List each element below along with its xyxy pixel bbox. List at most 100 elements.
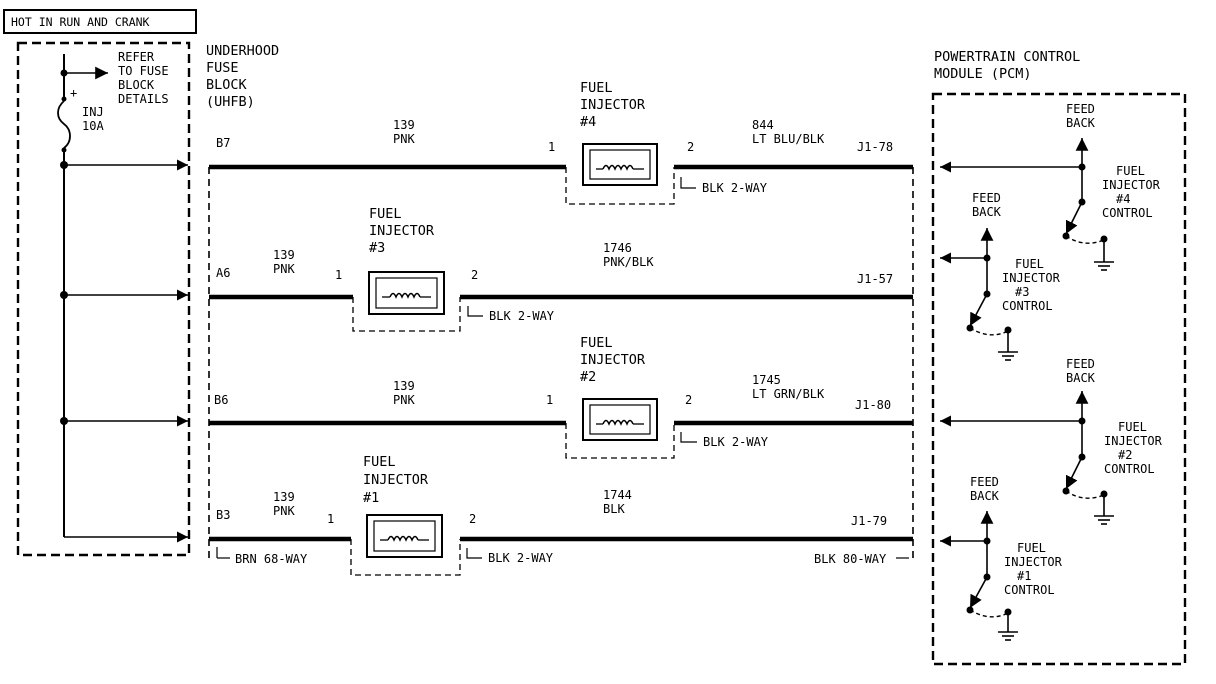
header-title: HOT IN RUN AND CRANK <box>11 15 150 29</box>
svg-text:UNDERHOOD: UNDERHOOD <box>206 43 279 59</box>
injector-pin-2: 2 <box>687 140 694 154</box>
injector-pin-1: 1 <box>546 393 553 407</box>
feedback-label: FEED <box>1066 357 1095 371</box>
injector-label: #4 <box>580 114 596 130</box>
pcm-pin: J1-57 <box>857 272 893 286</box>
control-label: CONTROL <box>1004 583 1055 597</box>
fuse-rating: 10A <box>82 119 104 133</box>
injector-label: FUEL <box>363 454 396 470</box>
injector-body <box>582 398 658 441</box>
coil-icon <box>389 292 421 299</box>
pcm-pin: J1-79 <box>851 514 887 528</box>
control-label: #4 <box>1116 192 1130 206</box>
wire-circuit-number: 139 <box>273 248 295 262</box>
injector-label: FUEL <box>580 80 613 96</box>
header-box: HOT IN RUN AND CRANK <box>3 9 197 34</box>
wire-circuit-number: 139 <box>393 379 415 393</box>
wire-circuit-number: 1744 <box>603 488 632 502</box>
control-label: FUEL <box>1015 257 1044 271</box>
injector-label: INJECTOR <box>580 97 646 113</box>
fuse-refer-line: TO FUSE <box>118 64 169 78</box>
svg-text:BLOCK: BLOCK <box>206 77 248 93</box>
injector-label: FUEL <box>580 335 613 351</box>
fuse-polarity: + <box>70 86 77 100</box>
coil-icon <box>387 535 419 542</box>
injector-pin-1: 1 <box>327 512 334 526</box>
wire-color: PNK <box>393 393 415 407</box>
fuse-block-internals <box>57 54 188 543</box>
wire-circuit-number: 139 <box>273 490 295 504</box>
wire-color: PNK <box>273 504 295 518</box>
wire-color: PNK/BLK <box>603 255 654 269</box>
pcm-driver-2: FEED BACK FUEL INJECTOR #2 CONTROL <box>940 357 1163 525</box>
injector-label: #3 <box>369 240 385 256</box>
control-label: FUEL <box>1116 164 1145 178</box>
feedback-label: BACK <box>1066 371 1096 385</box>
connector-label: BLK 2-WAY <box>489 309 555 323</box>
wire-circuit-number: 1746 <box>603 241 632 255</box>
pcm-pin: J1-80 <box>855 398 891 412</box>
circuit-injector-2: B6 139 PNK 1 2 FUEL INJECTOR #2 1745 LT … <box>209 335 913 459</box>
pcm-pin: J1-78 <box>857 140 893 154</box>
coil-icon <box>602 419 634 426</box>
connector-label: BLK 2-WAY <box>702 181 768 195</box>
wire-color: PNK <box>393 132 415 146</box>
fuse-refer-line: REFER <box>118 50 155 64</box>
injector-label: INJECTOR <box>363 472 429 488</box>
fuse-labels: REFER TO FUSE BLOCK DETAILS + INJ 10A <box>70 50 169 133</box>
injector-label: INJECTOR <box>369 223 435 239</box>
svg-text:POWERTRAIN CONTROL: POWERTRAIN CONTROL <box>934 49 1080 65</box>
pcm-driver-1: FEED BACK FUEL INJECTOR #1 CONTROL <box>940 475 1063 641</box>
control-label: INJECTOR <box>1004 555 1063 569</box>
control-label: CONTROL <box>1104 462 1155 476</box>
injector-label: #2 <box>580 369 596 385</box>
control-label: #3 <box>1015 285 1029 299</box>
pcm-driver-4: FEED BACK FUEL INJECTOR #4 CONTROL <box>940 102 1161 271</box>
svg-text:(UHFB): (UHFB) <box>206 94 255 110</box>
control-label: CONTROL <box>1002 299 1053 313</box>
svg-text:FUSE: FUSE <box>206 60 239 76</box>
fuse-block-enclosure <box>16 41 191 557</box>
pcm-driver-3: FEED BACK FUEL INJECTOR #3 CONTROL <box>940 191 1061 361</box>
injector-label: INJECTOR <box>580 352 646 368</box>
injector-pin-2: 2 <box>469 512 476 526</box>
injector-body <box>582 143 658 186</box>
injector-pin-2: 2 <box>471 268 478 282</box>
control-label: #1 <box>1017 569 1031 583</box>
wire-circuit-number: 139 <box>393 118 415 132</box>
circuit-injector-4: B7 139 PNK 1 2 FUEL INJECTOR #4 844 LT B… <box>209 80 913 205</box>
wire-color: LT GRN/BLK <box>752 387 825 401</box>
control-label: INJECTOR <box>1002 271 1061 285</box>
feedback-label: FEED <box>1066 102 1095 116</box>
control-label: FUEL <box>1017 541 1046 555</box>
wire-circuit-number: 844 <box>752 118 774 132</box>
circuit-injector-1: B3 139 PNK 1 2 FUEL INJECTOR #1 1744 BLK… <box>209 454 913 576</box>
injector-label: FUEL <box>369 206 402 222</box>
wire-color: PNK <box>273 262 295 276</box>
control-label: #2 <box>1118 448 1132 462</box>
fuse-icon <box>57 100 71 149</box>
feedback-label: BACK <box>970 489 1000 503</box>
feedback-label: FEED <box>970 475 999 489</box>
svg-text:MODULE (PCM): MODULE (PCM) <box>934 66 1032 82</box>
control-label: CONTROL <box>1102 206 1153 220</box>
connector-labels: BRN 68-WAY BLK 80-WAY <box>216 547 909 566</box>
connector-right-label: BLK 80-WAY <box>814 552 887 566</box>
pcm-enclosure <box>931 92 1187 666</box>
control-label: FUEL <box>1118 420 1147 434</box>
pcm-label: POWERTRAIN CONTROL MODULE (PCM) <box>934 49 1080 82</box>
connector-label: BLK 2-WAY <box>703 435 769 449</box>
injector-body <box>368 271 445 315</box>
fuse-refer-line: BLOCK <box>118 78 155 92</box>
injector-body <box>366 514 443 558</box>
fuse-refer-line: DETAILS <box>118 92 169 106</box>
injector-pin-1: 1 <box>548 140 555 154</box>
feedback-label: BACK <box>1066 116 1096 130</box>
fuse-name: INJ <box>82 105 104 119</box>
wire-color: LT BLU/BLK <box>752 132 825 146</box>
uhfb-label: UNDERHOOD FUSE BLOCK (UHFB) <box>206 43 279 110</box>
feedback-label: FEED <box>972 191 1001 205</box>
injector-pin-2: 2 <box>685 393 692 407</box>
fuse-pin: B6 <box>214 393 228 407</box>
